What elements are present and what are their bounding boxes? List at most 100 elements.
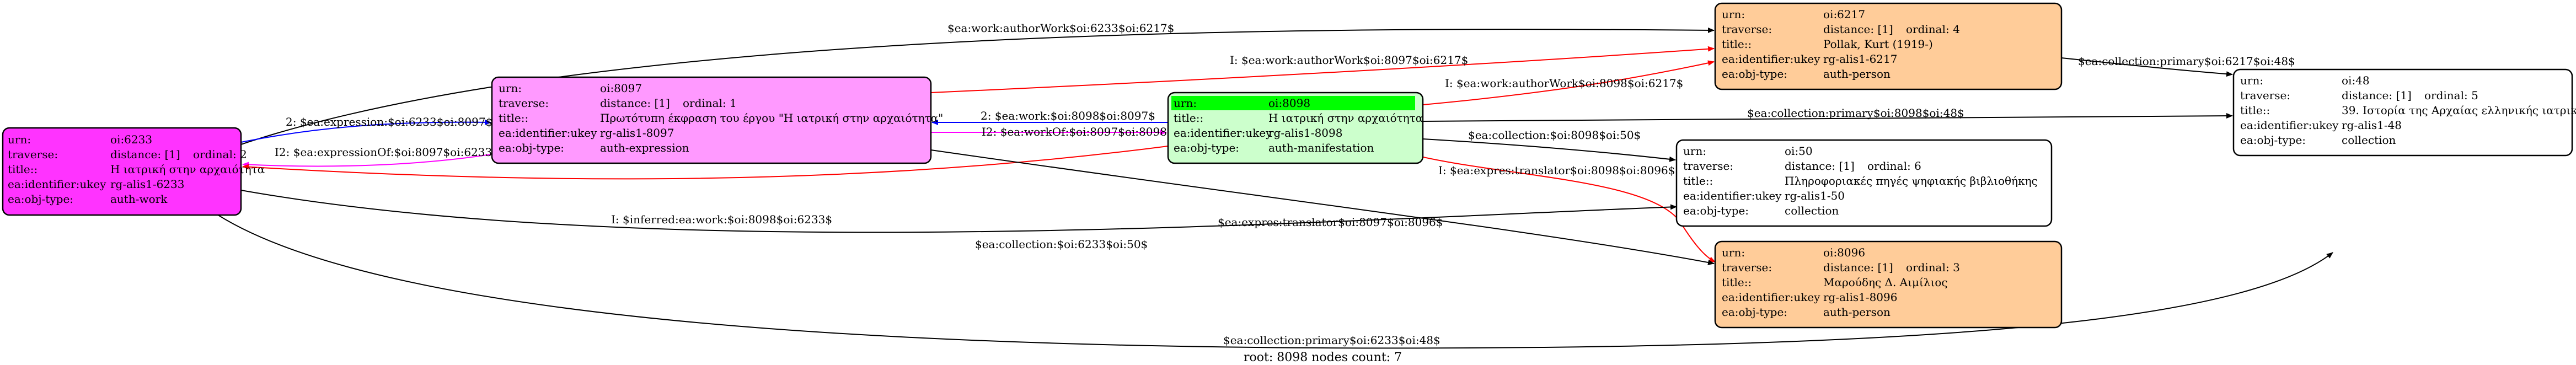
edge-label: I2: $ea:expressionOf:$oi:8097$oi:6233$ (275, 146, 499, 159)
node-field: traverse: (2240, 89, 2290, 102)
node-field: distance: [1] (1823, 261, 1893, 274)
root-highlight (1171, 96, 1415, 110)
node-field: oi:8096 (1823, 246, 1865, 259)
node-field: ordinal: 2 (193, 148, 247, 161)
node-field: auth-work (110, 192, 168, 206)
node-field: title:: (8, 163, 38, 176)
node-field: Η ιατρική στην αρχαιότητα (110, 163, 265, 176)
node-8096[interactable]: urn: oi:8096 traverse: distance: [1] ord… (1714, 240, 2063, 329)
node-field: auth-manifestation (1268, 141, 1374, 154)
node-6233[interactable]: urn: oi:6233 traverse: distance: [1] ord… (2, 127, 265, 216)
node-field: title:: (2240, 104, 2270, 117)
node-field: rg-alis1-6217 (1823, 52, 1897, 66)
node-50[interactable]: urn: oi:50 traverse: distance: [1] ordin… (1675, 139, 2053, 227)
node-field: Πληροφοριακές πηγές ψηφιακής βιβλιοθήκης (1785, 174, 2038, 187)
node-field: traverse: (1722, 261, 1772, 274)
node-48[interactable]: urn: oi:48 traverse: distance: [1] ordin… (2232, 68, 2576, 157)
edge-label: I: $ea:work:authorWork$oi:8097$oi:6217$ (1230, 53, 1468, 67)
edge-expression-6233-8097 (240, 119, 491, 143)
edge-collection-8098-50 (1422, 138, 1676, 162)
node-field: Μαρούδης Δ. Αιμίλιος (1823, 276, 1948, 289)
node-field: ordinal: 4 (1906, 23, 1960, 36)
node-field: oi:48 (2342, 74, 2370, 87)
node-field: title:: (1683, 174, 1713, 187)
node-field: distance: [1] (1785, 159, 1855, 173)
edge-expressionof-8097-6233 (242, 154, 491, 168)
node-field: urn: (499, 82, 522, 95)
edge-label: $ea:collection:primary$oi:6233$oi:48$ (1223, 334, 1440, 347)
node-field: traverse: (499, 96, 549, 110)
edge-label: 2: $ea:expression:$oi:6233$oi:8097$ (286, 115, 492, 128)
edge-inferred-work-8098-6233 (242, 146, 1169, 180)
edge-label: $ea:collection:$oi:8098$oi:50$ (1468, 128, 1641, 142)
edge-collection-primary-6233-48 (209, 209, 2333, 349)
node-field: distance: [1] (110, 148, 180, 161)
node-field: traverse: (8, 148, 58, 161)
node-box (1714, 2, 2063, 90)
node-field: ea:identifier:ukey (1683, 189, 1782, 202)
node-field: ea:obj-type: (1683, 204, 1749, 217)
node-field: ordinal: 3 (1906, 261, 1960, 274)
node-field: auth-person (1823, 305, 1891, 319)
node-field: collection (2342, 133, 2396, 147)
node-field: ea:obj-type: (2240, 133, 2306, 147)
node-field: ea:identifier:ukey (2240, 119, 2339, 132)
edge-label: 2: $ea:work:$oi:8098$oi:8097$ (981, 109, 1155, 122)
node-field: rg-alis1-48 (2342, 119, 2402, 132)
edge-label: $ea:collection:primary$oi:8098$oi:48$ (1747, 106, 1964, 120)
edge-label: $ea:work:authorWork$oi:6233$oi:6217$ (947, 22, 1174, 35)
edge-authorwork-8098-6217 (1422, 60, 1715, 105)
edge-label: I: $ea:expres:translator$oi:8098$oi:8096… (1438, 164, 1675, 177)
node-field: rg-alis1-50 (1785, 189, 1845, 202)
edge-authorwork-6233-6217 (240, 27, 1715, 145)
node-field: ea:obj-type: (499, 141, 564, 154)
node-field: ordinal: 6 (1867, 159, 1921, 173)
edge-collection-primary-6217-48 (2061, 57, 2233, 77)
edge-label: I: $inferred:ea:work:$oi:8098$oi:6233$ (611, 213, 832, 226)
node-field: oi:8098 (1268, 96, 1310, 110)
edge-translator-8097-8096 (930, 149, 1715, 265)
node-field: title:: (1722, 276, 1752, 289)
node-field: traverse: (1722, 23, 1772, 36)
node-8097[interactable]: urn: oi:8097 traverse: distance: [1] ord… (491, 76, 943, 164)
node-field: rg-alis1-8098 (1268, 126, 1342, 139)
node-field: title:: (1174, 111, 1203, 125)
node-field: urn: (1722, 8, 1745, 21)
edge-label: $ea:collection:$oi:6233$oi:50$ (975, 238, 1148, 251)
node-field: Pollak, Kurt (1919-) (1823, 37, 1933, 51)
node-field: Πρωτότυπη έκφραση του έργου "Η ιατρική σ… (600, 111, 943, 125)
graph-footer: root: 8098 nodes count: 7 (1244, 351, 1402, 364)
node-field: ea:obj-type: (8, 192, 73, 206)
node-box (2, 127, 242, 216)
node-field: collection (1785, 204, 1839, 217)
node-6217[interactable]: urn: oi:6217 traverse: distance: [1] ord… (1714, 2, 2063, 90)
node-field: distance: [1] (1823, 23, 1893, 36)
edge-label: $ea:collection:primary$oi:6217$oi:48$ (2078, 55, 2295, 68)
node-field: ordinal: 5 (2424, 89, 2478, 102)
node-field: ea:identifier:ukey (1722, 291, 1820, 304)
node-field: ea:obj-type: (1174, 141, 1239, 154)
node-box (2232, 68, 2573, 157)
node-field: ordinal: 1 (683, 96, 737, 110)
node-box (491, 76, 932, 164)
node-field: ea:identifier:ukey (8, 178, 106, 191)
node-field: distance: [1] (600, 96, 670, 110)
node-box (1714, 240, 2063, 329)
node-box (1675, 139, 2053, 227)
node-field: rg-alis1-6233 (110, 178, 184, 191)
node-field: Η ιατρική στην αρχαιότητα (1268, 111, 1423, 125)
edges: $ea:work:authorWork$oi:6233$oi:6217$ I: … (209, 22, 2333, 349)
node-field: title:: (1722, 37, 1752, 51)
node-field: urn: (1683, 144, 1706, 158)
node-field: ea:identifier:ukey (1174, 126, 1272, 139)
node-8098-root[interactable]: urn: oi:8098 title:: Η ιατρική στην αρχα… (1167, 92, 1424, 164)
node-field: auth-expression (600, 141, 689, 154)
node-field: oi:50 (1785, 144, 1813, 158)
node-field: oi:6233 (110, 133, 152, 146)
node-field: urn: (1722, 246, 1745, 259)
edge-label: I: $ea:work:authorWork$oi:8098$oi:6217$ (1445, 77, 1683, 90)
edge-authorwork-8097-6217 (930, 46, 1715, 93)
node-field: oi:6217 (1823, 8, 1865, 21)
node-field: traverse: (1683, 159, 1733, 173)
